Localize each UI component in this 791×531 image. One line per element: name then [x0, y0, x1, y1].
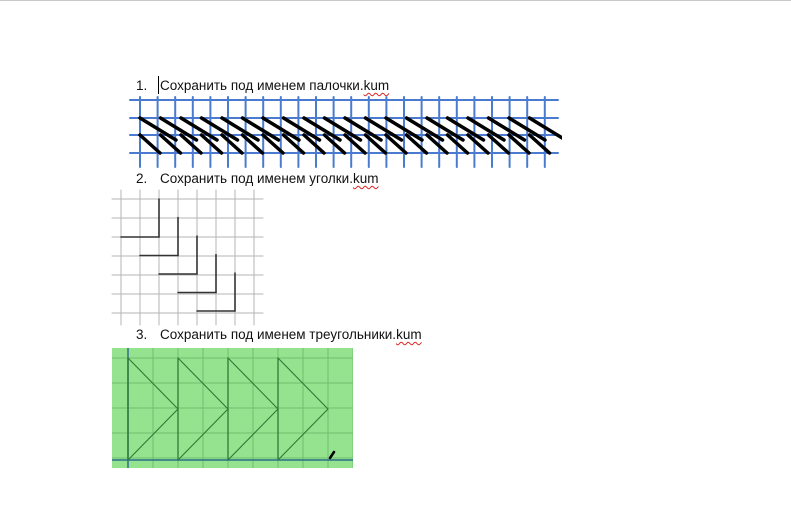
sticks-pattern-image	[129, 96, 562, 168]
triangle-side	[277, 357, 329, 410]
page-top-border	[0, 0, 791, 1]
triangles-pattern-image	[112, 348, 353, 468]
list-number: 1.	[136, 78, 148, 93]
stick	[363, 133, 388, 155]
stick	[507, 133, 531, 155]
triangle-side	[227, 357, 279, 410]
triangle-side	[177, 357, 229, 410]
corners-pattern-image	[111, 189, 264, 326]
list-number: 3.	[136, 327, 148, 342]
stick	[240, 133, 265, 155]
stick	[322, 133, 347, 155]
stick	[199, 116, 240, 142]
stick	[527, 116, 562, 140]
stick	[281, 116, 322, 142]
text-cursor	[158, 76, 159, 94]
stick	[158, 116, 199, 142]
triangle-side	[177, 408, 229, 461]
triangle-side	[127, 408, 179, 461]
stick	[527, 133, 552, 155]
list-number: 2.	[136, 171, 148, 186]
stick	[384, 133, 408, 155]
stick	[179, 116, 219, 142]
stick	[158, 133, 183, 155]
stick	[322, 116, 363, 142]
stick	[261, 133, 285, 155]
stick	[404, 116, 445, 142]
stick	[220, 116, 260, 142]
stick	[445, 133, 470, 155]
stick	[343, 133, 367, 155]
stick	[220, 133, 244, 155]
stick	[404, 133, 429, 155]
stick	[425, 116, 465, 142]
stick	[486, 133, 511, 155]
stick	[138, 116, 178, 142]
turtle-marker	[328, 450, 336, 460]
stick	[486, 116, 527, 142]
list-text[interactable]: Сохранить под именем треугольники.kum	[160, 327, 422, 342]
stick	[138, 133, 162, 155]
stick	[466, 133, 490, 155]
stick	[261, 116, 301, 142]
triangle-side	[127, 357, 179, 410]
triangle-side	[227, 408, 279, 461]
list-text[interactable]: Сохранить под именем уголки.kum	[160, 171, 379, 186]
triangle-side	[277, 408, 329, 461]
stick	[466, 116, 506, 142]
stick	[445, 116, 486, 142]
list-text[interactable]: Сохранить под именем палочки.kum	[160, 78, 390, 93]
stick	[302, 116, 342, 142]
stick	[384, 116, 424, 142]
stick	[363, 116, 404, 142]
stick	[507, 116, 547, 142]
stick	[425, 133, 449, 155]
stick	[199, 133, 224, 155]
stick	[281, 133, 306, 155]
stick	[343, 116, 383, 142]
stick	[240, 116, 281, 142]
stick	[179, 133, 203, 155]
stick	[302, 133, 326, 155]
